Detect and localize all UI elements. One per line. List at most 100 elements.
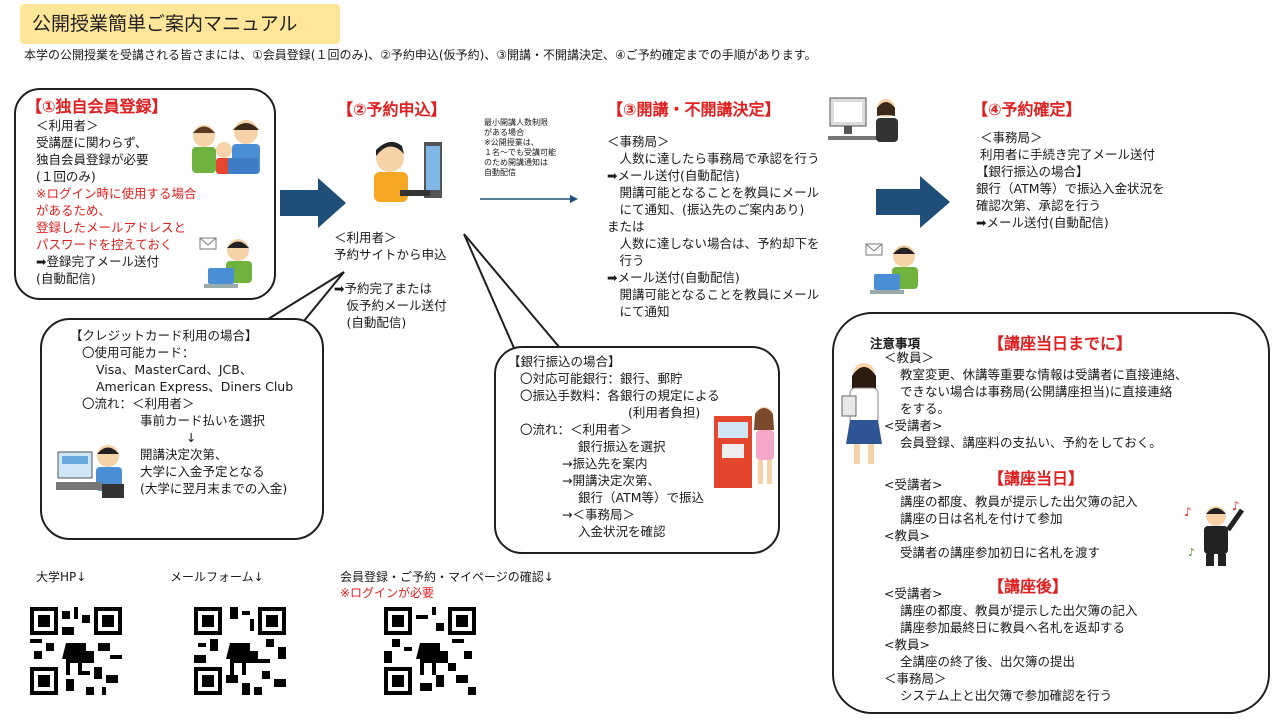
member-page-label: 会員登録・ご予約・マイページの確認↓ xyxy=(340,570,554,584)
step1-line: ➡登録完了メール送付 xyxy=(36,254,159,269)
step3-line: にて通知、(振込先のご案内あり) xyxy=(607,202,805,217)
step2-heading: 【②予約申込】 xyxy=(337,100,447,119)
bank-line: (利用者負担) xyxy=(628,405,701,420)
bank-transfer-text: 【銀行振込の場合】 〇対応可能銀行：銀行、郵貯 〇振込手数料：各銀行の規定による… xyxy=(508,353,720,540)
office-worker-illustration xyxy=(826,96,904,148)
notes-heading-day: 【講座当日】 xyxy=(988,469,1085,488)
step2-line: 仮予約メール送付 xyxy=(334,298,447,313)
credit-line: American Express、Diners Club xyxy=(96,379,294,394)
note-line: 最小開講人数制限 xyxy=(484,118,548,127)
credit-line: Visa、MasterCard、JCB、 xyxy=(96,362,253,377)
notes-line: 講座の都度、教員が提示した出欠簿の記入 xyxy=(900,494,1138,509)
notes-line: 講座の都度、教員が提示した出欠簿の記入 xyxy=(900,603,1138,618)
note-line: がある場合 xyxy=(484,128,524,137)
teacher-illustration xyxy=(840,360,890,468)
credit-line: 【クレジットカード利用の場合】 xyxy=(70,328,258,343)
step3-line: 開講可能となることを教員にメール xyxy=(607,287,820,302)
notes-line: <教員> xyxy=(884,528,930,543)
step4-line: 【銀行振込の場合】 xyxy=(976,164,1089,179)
notes-after-text: <受講者> 講座の都度、教員が提示した出欠簿の記入 講座参加最終日に教員へ名札を… xyxy=(884,585,1138,704)
step4-text: ＜事務局＞ 利用者に手続き完了メール送付 【銀行振込の場合】 銀行（ATM等）で… xyxy=(976,129,1165,231)
step4-line: 利用者に手続き完了メール送付 xyxy=(980,147,1156,162)
qr-code-univ-hp[interactable] xyxy=(30,606,122,696)
notes-line: をする。 xyxy=(900,401,951,416)
notes-line: システム上と出欠簿で参加確認を行う xyxy=(900,688,1113,703)
credit-line: 事前カード払いを選択 xyxy=(140,413,266,428)
step2-line: (自動配信) xyxy=(334,315,407,330)
univ-hp-label: 大学HP↓ xyxy=(36,570,87,584)
step4-line: 銀行（ATM等）で振込入金状況を xyxy=(976,181,1165,196)
flow-arrow-1 xyxy=(280,178,348,228)
notes-box xyxy=(832,312,1270,714)
notes-line: <受講者> xyxy=(884,477,943,492)
flow-arrow-2 xyxy=(876,176,952,228)
step3-text: ＜事務局＞ 人数に達したら事務局で承認を行う ➡メール送付(自動配信) 開講可能… xyxy=(607,133,820,320)
login-required-note: ※ログインが必要 xyxy=(340,586,435,600)
credit-line: ↓ xyxy=(186,430,197,445)
step1-warning: ※ログイン時に使用する場合 xyxy=(36,186,197,201)
notes-line: 講座参加最終日に教員へ名札を返却する xyxy=(900,620,1126,635)
credit-line: (大学に翌月末までの入金) xyxy=(140,481,288,496)
notes-line: <受講者> xyxy=(884,418,943,433)
family-computer-illustration xyxy=(184,116,276,178)
note-line: 自動配信 xyxy=(484,168,516,177)
credit-card-box xyxy=(40,318,324,540)
step3-line: ➡メール送付(自動配信) xyxy=(607,270,740,285)
bank-line: →開講決定次第、 xyxy=(562,473,660,488)
singer-illustration: ♪♪ ♪ xyxy=(1182,496,1252,568)
note-line: １名〜でも受講可能 xyxy=(484,148,556,157)
step4-heading: 【④予約確定】 xyxy=(972,100,1082,119)
bank-bubble-tail xyxy=(463,233,563,349)
step1-warning: があるため、 xyxy=(36,203,112,218)
qr-code-member-page[interactable] xyxy=(384,606,476,696)
step2-line: ＜利用者＞ xyxy=(334,230,397,245)
step1-line: 独自会員登録が必要 xyxy=(36,152,149,167)
step4-line: 確認次第、承認を行う xyxy=(976,198,1102,213)
page-title: 公開授業簡単ご案内マニュアル xyxy=(20,4,340,44)
bank-line: 入金状況を確認 xyxy=(578,524,666,539)
boy-laptop-illustration-2 xyxy=(864,240,926,298)
bank-line: 〇流れ：＜利用者＞ xyxy=(520,422,633,437)
step1-heading: 【①独自会員登録】 xyxy=(26,97,168,116)
step3-line: 人数に達しない場合は、予約却下を xyxy=(607,236,820,251)
notes-heading-before: 【講座当日までに】 xyxy=(988,334,1133,353)
bank-line: 【銀行振込の場合】 xyxy=(508,354,621,369)
bank-line: 〇振込手数料：各銀行の規定による xyxy=(520,388,720,403)
notes-line: ＜事務局＞ xyxy=(884,671,947,686)
minimum-enrollment-note: 最小開講人数制限 がある場合 ※公開授業は、 １名〜でも受講可能 のため開講通知… xyxy=(484,118,556,178)
credit-line: 開講決定次第、 xyxy=(140,447,228,462)
notes-line: できない場合は事務局(公開講座担当)に直接連絡 xyxy=(900,384,1173,399)
bank-line: 銀行振込を選択 xyxy=(578,439,666,454)
credit-line: 大学に入金予定となる xyxy=(140,464,265,479)
step2-line: ➡予約完了または xyxy=(334,281,432,296)
qr-code-mail-form[interactable] xyxy=(194,606,286,696)
mail-form-label: メールフォーム↓ xyxy=(170,570,264,584)
step2-after: ➡予約完了または 仮予約メール送付 (自動配信) xyxy=(334,280,447,331)
bank-line: →振込先を案内 xyxy=(562,456,648,471)
step4-line: ＜事務局＞ xyxy=(980,130,1043,145)
person-at-computer-illustration xyxy=(356,136,448,212)
ticket-computer-illustration xyxy=(56,440,130,500)
step1-text: ＜利用者＞ 受講歴に関わらず、 独自会員登録が必要 (１回のみ) ※ログイン時に… xyxy=(36,117,196,287)
step4-line: ➡メール送付(自動配信) xyxy=(976,215,1109,230)
credit-line: 〇使用可能カード： xyxy=(82,345,195,360)
notes-line: <教員> xyxy=(884,637,930,652)
step1-line: (自動配信) xyxy=(36,271,96,286)
step3-line: にて通知 xyxy=(607,304,670,319)
bank-line: →＜事務局＞ xyxy=(562,507,635,522)
bank-line: 銀行（ATM等）で振込 xyxy=(578,490,705,505)
note-line: ※公開授業は、 xyxy=(484,138,539,147)
svg-text:♪: ♪ xyxy=(1188,546,1195,559)
boy-laptop-illustration xyxy=(198,234,260,292)
bank-line: 〇対応可能銀行：銀行、郵貯 xyxy=(520,371,683,386)
step2-text: ＜利用者＞ 予約サイトから申込 xyxy=(334,229,447,263)
step3-line: 人数に達したら事務局で承認を行う xyxy=(607,151,820,166)
svg-text:♪: ♪ xyxy=(1184,505,1192,519)
step1-line: ＜利用者＞ xyxy=(36,118,99,133)
notes-line: 受講者の講座参加初日に名札を渡す xyxy=(900,545,1101,560)
notes-before-text: ＜教員＞ 教室変更、休講等重要な情報は受講者に直接連絡、 できない場合は事務局(… xyxy=(884,349,1188,451)
step1-warning: パスワードを控えておく xyxy=(36,237,173,252)
notes-day-text: <受講者> 講座の都度、教員が提示した出欠簿の記入 講座の日は名札を付けて参加 … xyxy=(884,476,1138,561)
notes-line: 全講座の終了後、出欠簿の提出 xyxy=(900,654,1076,669)
notes-heading-after: 【講座後】 xyxy=(988,577,1069,596)
